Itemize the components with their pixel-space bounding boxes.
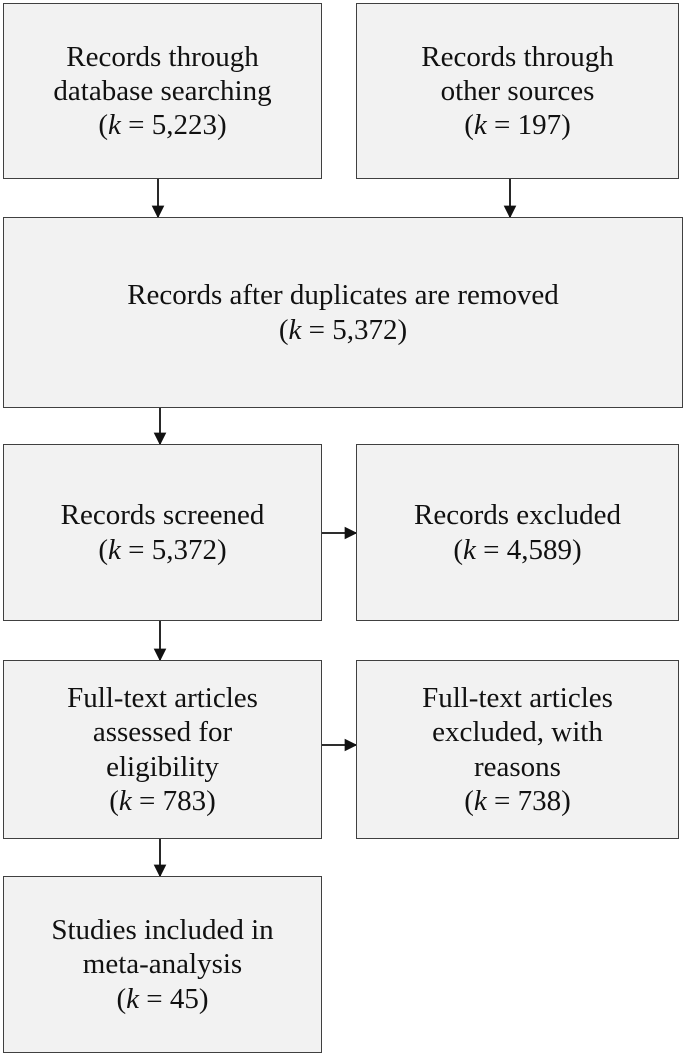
box-after-duplicates: Records after duplicates are removed (k … <box>3 217 683 408</box>
count-symbol: k <box>288 313 302 346</box>
box-other-sources: Records through other sources (k = 197) <box>356 3 679 179</box>
box-text-line: Full-text articles <box>67 682 258 715</box>
count-symbol: k <box>473 784 487 817</box>
count-value: 783 <box>162 784 207 817</box>
box-text-line: Full-text articles <box>422 682 613 715</box>
box-text-line: excluded, with <box>432 716 603 749</box>
count-symbol: k <box>126 982 139 1015</box>
record-count: (k = 738) <box>464 784 571 817</box>
box-studies-included: Studies included in meta-analysis (k = 4… <box>3 876 322 1053</box>
box-fulltext-assessed: Full-text articles assessed for eligibil… <box>3 660 322 839</box>
count-value: 5,372 <box>332 313 398 346</box>
record-count: (k = 197) <box>464 109 571 142</box>
record-count: (k = 5,223) <box>98 109 227 142</box>
count-value: 197 <box>517 109 562 142</box>
box-text-line: meta-analysis <box>82 948 243 981</box>
count-symbol: k <box>118 784 132 817</box>
count-value: 4,589 <box>506 533 572 566</box>
count-value: 5,372 <box>151 533 217 566</box>
record-count: (k = 783) <box>109 784 216 817</box>
record-count: (k = 45) <box>116 982 209 1015</box>
record-count: (k = 5,372) <box>98 533 227 566</box>
count-value: 5,223 <box>151 109 217 142</box>
count-value: 738 <box>517 784 562 817</box>
box-text-line: other sources <box>440 74 595 107</box>
box-text-line: Records screened <box>60 499 265 532</box>
count-symbol: k <box>463 533 476 566</box>
record-count: (k = 4,589) <box>453 533 582 566</box>
box-records-screened: Records screened (k = 5,372) <box>3 444 322 621</box>
box-text-line: Records through <box>66 40 259 73</box>
box-text-line: Studies included in <box>51 914 274 947</box>
box-records-excluded: Records excluded (k = 4,589) <box>356 444 679 621</box>
count-symbol: k <box>473 109 487 142</box>
box-text-line: assessed for <box>92 716 233 749</box>
count-symbol: k <box>108 109 121 142</box>
box-database-searching: Records through database searching (k = … <box>3 3 322 179</box>
box-fulltext-excluded: Full-text articles excluded, with reason… <box>356 660 679 839</box>
box-text-line: eligibility <box>106 750 219 783</box>
count-value: 45 <box>169 982 199 1015</box>
count-symbol: k <box>108 533 121 566</box>
box-text-line: Records excluded <box>414 499 621 532</box>
record-count: (k = 5,372) <box>278 313 408 346</box>
box-text-line: Records through <box>421 40 614 73</box>
box-text-line: reasons <box>474 750 561 783</box>
box-text-line: database searching <box>53 74 272 107</box>
box-text-line: Records after duplicates are removed <box>127 279 559 312</box>
